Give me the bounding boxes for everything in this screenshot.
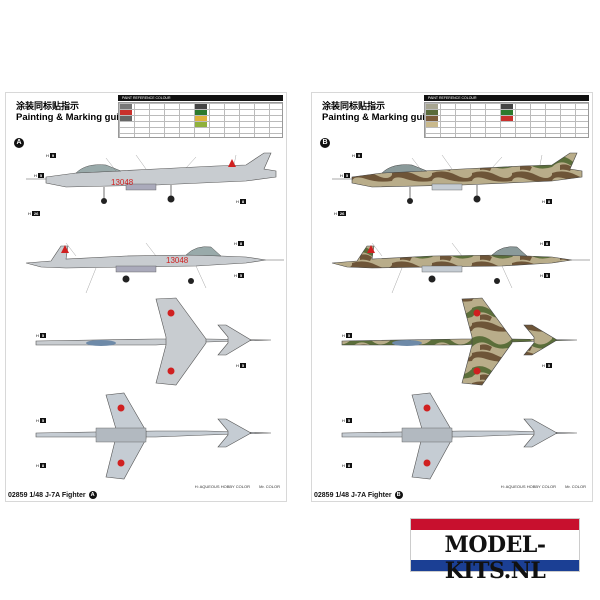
top-view [341,297,578,386]
serial-number: 13048 [111,178,134,187]
legend-aqueous: H: AQUEOUS HOBBY COLOR [194,484,250,489]
title-english: Painting & Marking guide [16,112,131,123]
scheme-badge: B [320,138,330,148]
watermark-text: MODEL-KITS.NL [444,532,546,584]
instruction-sheet-a: 涂装同标贴指示 Painting & Marking guide PAINT R… [5,92,287,502]
kit-code-text: 02859 1/48 J-7A Fighter [314,491,392,499]
color-swatch [501,104,513,109]
color-swatch [120,116,132,121]
side-view-left [331,245,590,284]
side-view-right [332,152,583,204]
legend-mr-color: Mr. COLOR [565,484,586,489]
side-view-left: 13048 [25,245,284,284]
paint-legend: H: AQUEOUS HOBBY COLOR Mr. COLOR [493,484,586,489]
title-chinese: 涂装同标贴指示 [16,102,80,112]
top-view [35,297,272,386]
color-swatch [426,116,438,121]
kit-code-text: 02859 1/48 J-7A Fighter [8,491,86,499]
legend-mr-color: Mr. COLOR [259,484,280,489]
side-view-right: 13048 [26,152,277,204]
callout-lines [65,154,237,294]
paint-reference-table: PAINT REFERENCE COLOUR [424,95,589,139]
instruction-sheet-b: 涂装同标贴指示 Painting & Marking guide PAINT R… [311,92,593,502]
flag-stripe-white [411,530,579,560]
scheme-footer-badge: B [394,491,403,499]
legend-aqueous: H: AQUEOUS HOBBY COLOR [500,484,556,489]
color-swatch [501,110,513,115]
color-swatch [195,116,207,121]
scheme-footer-badge: A [88,491,97,499]
title-english: Painting & Marking guide [322,112,437,123]
bottom-view [341,392,578,480]
scheme-badge: A [14,138,24,148]
bottom-view [35,392,272,480]
serial-number: 13048 [166,256,189,265]
aircraft-views-b [331,152,590,480]
paint-reference-table: PAINT REFERENCE COLOUR [118,95,283,139]
callout-lines [371,154,543,294]
paint-reference-header: PAINT REFERENCE COLOUR [118,95,283,101]
color-swatch [426,104,438,109]
paint-legend: H: AQUEOUS HOBBY COLOR Mr. COLOR [187,484,280,489]
color-swatch [501,116,513,121]
color-swatch [195,104,207,109]
flag-stripe-red [411,519,579,530]
color-swatch [426,122,438,127]
aircraft-views-a: 13048 13048 [25,152,284,480]
color-swatch [195,122,207,127]
color-swatch [426,110,438,115]
color-swatch [120,104,132,109]
color-swatch [120,110,132,115]
title-chinese: 涂装同标贴指示 [322,102,386,112]
flag-stripe-blue [411,560,579,571]
color-swatch [195,110,207,115]
model-kits-watermark-logo: MODEL-KITS.NL [410,518,580,584]
paint-reference-header: PAINT REFERENCE COLOUR [424,95,589,101]
